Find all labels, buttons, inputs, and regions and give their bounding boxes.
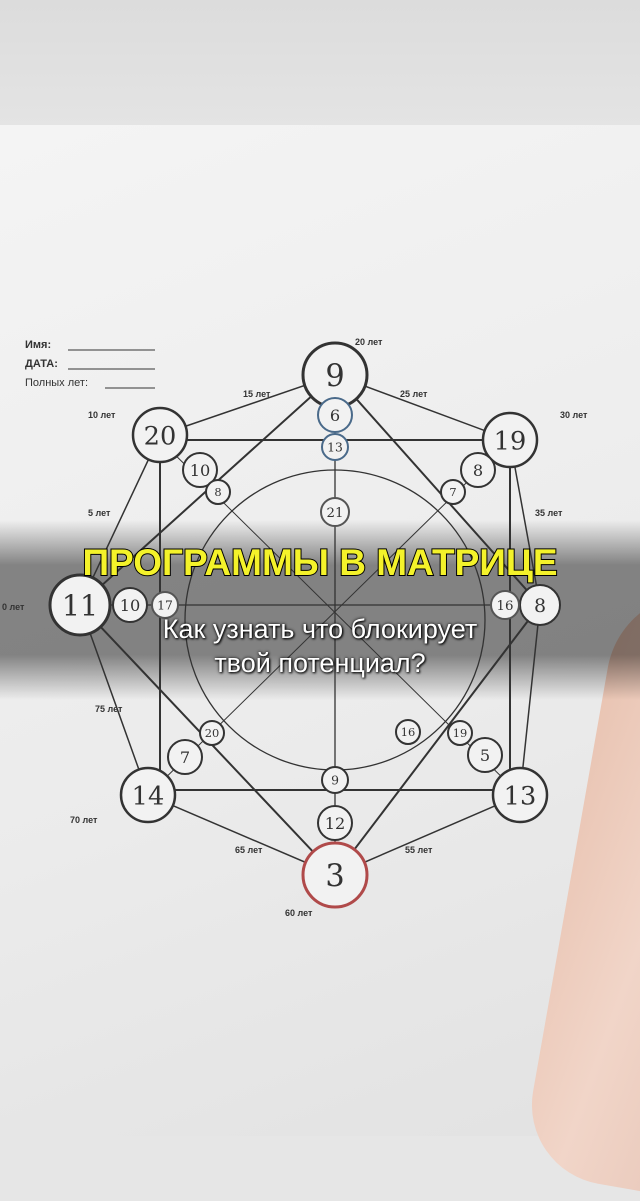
point-value-inner: 16 xyxy=(401,725,416,739)
wall-background xyxy=(0,0,640,130)
age-10: 10 лет xyxy=(88,410,116,420)
point-circle-tl2 xyxy=(182,452,218,488)
point-circle-tr3 xyxy=(440,479,466,505)
point-circle-top3 xyxy=(321,433,349,461)
date-label: ДАТА: xyxy=(25,358,58,370)
name-label: Имя: xyxy=(25,339,51,351)
point-circle-br3 xyxy=(447,720,473,746)
point-circle-bl3 xyxy=(199,720,225,746)
point-value-right2: 16 xyxy=(497,599,514,614)
point-circle-br2 xyxy=(467,737,503,773)
point-value-tl3: 8 xyxy=(214,485,221,499)
point-circle-left3 xyxy=(151,591,179,619)
point-value-top3: 13 xyxy=(327,441,343,455)
point-value-tr3: 7 xyxy=(449,485,456,499)
point-value-top: 9 xyxy=(325,359,344,394)
point-value-br: 13 xyxy=(504,781,537,811)
destiny-matrix-diagram: Имя: ДАТА: Полных лет: 20 лет 30 лет 10 … xyxy=(2,337,588,918)
point-circle-tl3 xyxy=(205,479,231,505)
age-70: 70 лет xyxy=(70,815,98,825)
point-value-bl3: 20 xyxy=(205,726,220,740)
point-value-bottom: 3 xyxy=(325,859,344,894)
point-value-top2: 6 xyxy=(330,406,340,425)
age-75: 75 лет xyxy=(95,704,123,714)
age-30: 30 лет xyxy=(560,410,588,420)
point-circle-tr2 xyxy=(460,452,496,488)
point-value-left3: 17 xyxy=(157,599,173,613)
point-circle-bottom2 xyxy=(317,805,353,841)
overlay-subtitle: Как узнать что блокирует твой потенциал? xyxy=(163,612,477,680)
age-15: 15 лет xyxy=(243,389,271,399)
point-value-tr: 19 xyxy=(494,426,527,456)
point-circle-tr xyxy=(481,411,539,469)
age-label: Полных лет: xyxy=(25,377,88,389)
age-20: 20 лет xyxy=(355,337,383,347)
point-value-tl: 20 xyxy=(144,421,177,451)
point-circle-bottom3 xyxy=(321,766,349,794)
point-circle-left2 xyxy=(112,587,148,623)
point-value-bl: 14 xyxy=(132,781,165,811)
point-circle-bottom xyxy=(301,841,369,909)
age-60: 60 лет xyxy=(285,908,313,918)
point-circle-br xyxy=(491,766,549,824)
age-0: 0 лет xyxy=(2,602,25,612)
subtitle-line-1: Как узнать что блокирует xyxy=(162,614,478,644)
point-circle-bl xyxy=(119,766,177,824)
overlay-title: ПРОГРАММЫ В МАТРИЦЕ xyxy=(81,541,558,584)
point-value-left: 11 xyxy=(62,590,98,623)
subtitle-line-2: твой потенциал? xyxy=(214,648,426,678)
point-value-left2: 10 xyxy=(120,596,141,615)
point-circle-tl xyxy=(131,406,189,464)
point-value-center_up: 21 xyxy=(327,506,344,521)
age-65: 65 лет xyxy=(235,845,263,855)
point-value-tr2: 8 xyxy=(473,461,483,480)
point-value-br3: 19 xyxy=(453,726,468,740)
age-25: 25 лет xyxy=(400,389,428,399)
age-35: 35 лет xyxy=(535,508,563,518)
paper-sheet xyxy=(0,125,640,1136)
age-55: 55 лет xyxy=(405,845,433,855)
point-circle-bl2 xyxy=(167,739,203,775)
point-value-right: 8 xyxy=(534,595,546,617)
point-circle-inner xyxy=(395,719,421,745)
point-value-tl2: 10 xyxy=(190,461,211,480)
point-value-bottom2: 12 xyxy=(325,814,346,833)
point-circle-top2 xyxy=(317,397,353,433)
age-5: 5 лет xyxy=(88,508,111,518)
point-value-bl2: 7 xyxy=(180,748,190,767)
point-circle-right2 xyxy=(490,590,520,620)
point-circle-center_up xyxy=(320,497,350,527)
point-value-bottom3: 9 xyxy=(331,774,339,788)
point-circle-left xyxy=(48,573,112,637)
point-value-br2: 5 xyxy=(480,746,490,765)
